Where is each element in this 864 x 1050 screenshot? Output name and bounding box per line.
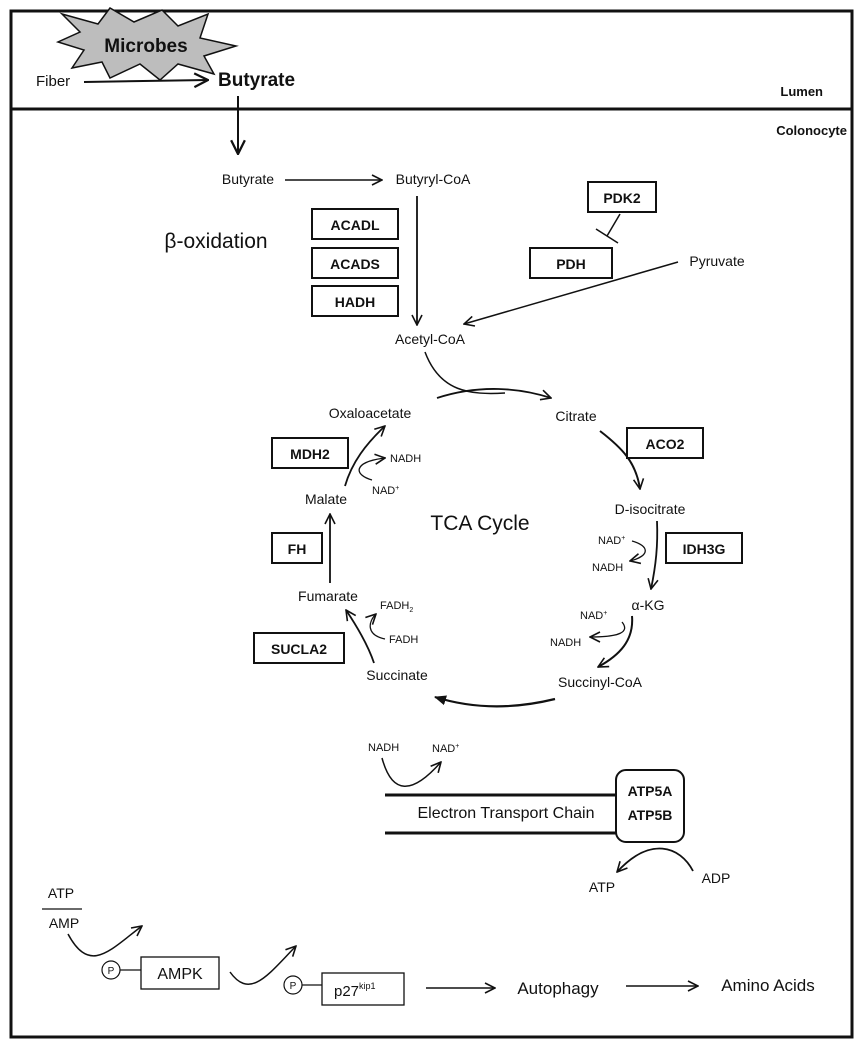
adp-to-atp-arrow xyxy=(617,847,694,872)
lumen-label: Lumen xyxy=(780,84,823,99)
acetyl-coa-entry-curve xyxy=(424,351,506,395)
idh3g-nadh: NADH xyxy=(592,562,623,574)
lumen-butyrate-label: Butyrate xyxy=(218,70,295,91)
atp5a-label: ATP5A xyxy=(628,783,673,799)
enzyme-pdk2: PDK2 xyxy=(587,181,657,213)
fadh-label: FADH xyxy=(389,634,418,646)
citrate-label: Citrate xyxy=(555,408,596,424)
atp5b-label: ATP5B xyxy=(628,807,673,823)
amino-acids-label: Amino Acids xyxy=(721,976,815,995)
malate-to-oxaloacetate-arrow xyxy=(344,426,385,487)
etc-label: Electron Transport Chain xyxy=(418,805,595,822)
enzyme-hadh: HADH xyxy=(311,285,399,317)
enzyme-acadl: ACADL xyxy=(311,208,399,240)
succinate-to-fumarate-arrow xyxy=(346,610,375,664)
etc-nad-plus: NAD+ xyxy=(432,743,459,755)
svg-text:FH: FH xyxy=(288,541,307,557)
fad-cofactor-arrow xyxy=(370,614,386,640)
p27-box: p27kip1 xyxy=(321,972,405,1006)
enzyme-acads: ACADS xyxy=(311,247,399,279)
malate-label: Malate xyxy=(305,491,347,507)
pyruvate-to-acetyl-coa-arrow xyxy=(464,261,679,324)
oxaloacetate-label: Oxaloacetate xyxy=(329,405,412,421)
ratio-to-ampk-arrow xyxy=(67,926,142,957)
pdk2-inhibition-line xyxy=(606,213,621,237)
idh3g-cofactor-arrow xyxy=(630,540,646,561)
svg-text:MDH2: MDH2 xyxy=(290,446,330,462)
colonocyte-frame xyxy=(9,9,854,1039)
kgdh-nad-plus: NAD+ xyxy=(580,610,607,622)
svg-text:PDK2: PDK2 xyxy=(603,190,641,206)
enzyme-pdh: PDH xyxy=(529,247,613,279)
svg-text:PDH: PDH xyxy=(556,256,586,272)
ampk-to-p27-arrow xyxy=(229,946,296,985)
alpha-kg-to-succinyl-coa-arrow xyxy=(598,615,634,668)
beta-oxidation-label: β-oxidation xyxy=(164,230,267,253)
enzyme-fh: FH xyxy=(271,532,323,564)
d-isocitrate-label: D-isocitrate xyxy=(615,501,686,517)
kgdh-nadh: NADH xyxy=(550,637,581,649)
svg-text:ACADS: ACADS xyxy=(330,256,380,272)
microbes-label: Microbes xyxy=(104,36,187,57)
adp-label: ADP xyxy=(702,870,731,886)
fumarate-label: Fumarate xyxy=(298,588,358,604)
isocitrate-to-alpha-kg-arrow xyxy=(651,520,657,589)
microbes-burst-icon xyxy=(55,7,239,81)
acetyl-coa-label: Acetyl-CoA xyxy=(395,331,466,347)
succinate-label: Succinate xyxy=(366,667,428,683)
enzyme-aco2: ACO2 xyxy=(626,427,704,459)
svg-text:SUCLA2: SUCLA2 xyxy=(271,641,327,657)
ratio-amp-label: AMP xyxy=(49,915,79,931)
atp-synthase-box: ATP5A ATP5B xyxy=(615,769,685,843)
succinyl-coa-to-succinate-arrow xyxy=(434,695,556,708)
mdh2-cofactor-arrow xyxy=(358,458,385,481)
butyryl-coa-label: Butyryl-CoA xyxy=(396,171,471,187)
svg-text:IDH3G: IDH3G xyxy=(683,541,726,557)
oxaloacetate-to-citrate-arrow xyxy=(436,388,551,398)
kgdh-cofactor-arrow xyxy=(590,621,626,637)
succinyl-coa-label: Succinyl-CoA xyxy=(558,674,643,690)
ratio-atp-label: ATP xyxy=(48,885,74,901)
tca-cycle-label: TCA Cycle xyxy=(430,512,529,535)
svg-text:ACADL: ACADL xyxy=(331,217,380,233)
fadh2-label: FADH2 xyxy=(380,600,413,614)
ampk-phospho: P xyxy=(101,960,121,980)
svg-text:HADH: HADH xyxy=(335,294,375,310)
svg-text:P: P xyxy=(290,981,297,992)
svg-text:AMPK: AMPK xyxy=(157,966,203,983)
enzyme-mdh2: MDH2 xyxy=(271,437,349,469)
colonocyte-label: Colonocyte xyxy=(776,123,847,138)
mdh2-nadh: NADH xyxy=(390,453,421,465)
enzyme-sucla2: SUCLA2 xyxy=(253,632,345,664)
svg-text:p27kip1: p27kip1 xyxy=(334,981,376,1000)
pdk2-inhibition-bar xyxy=(595,228,619,244)
mdh2-nad-plus: NAD+ xyxy=(372,485,399,497)
svg-text:ACO2: ACO2 xyxy=(646,436,685,452)
autophagy-label: Autophagy xyxy=(517,979,599,998)
alpha-kg-label: α-KG xyxy=(632,597,665,613)
atp-label: ATP xyxy=(589,879,615,895)
p27-phospho: P xyxy=(283,975,303,995)
etc-nadh-oxidation-arrow xyxy=(381,757,441,787)
pyruvate-label: Pyruvate xyxy=(689,253,744,269)
svg-text:P: P xyxy=(108,966,115,977)
butyrate-label: Butyrate xyxy=(222,171,274,187)
etc-nadh: NADH xyxy=(368,742,399,754)
enzyme-idh3g: IDH3G xyxy=(665,532,743,564)
idh3g-nad-plus: NAD+ xyxy=(598,535,625,547)
ampk-box: AMPK xyxy=(140,956,220,990)
fiber-label: Fiber xyxy=(36,73,70,90)
fiber-to-butyrate-arrow xyxy=(83,80,208,82)
